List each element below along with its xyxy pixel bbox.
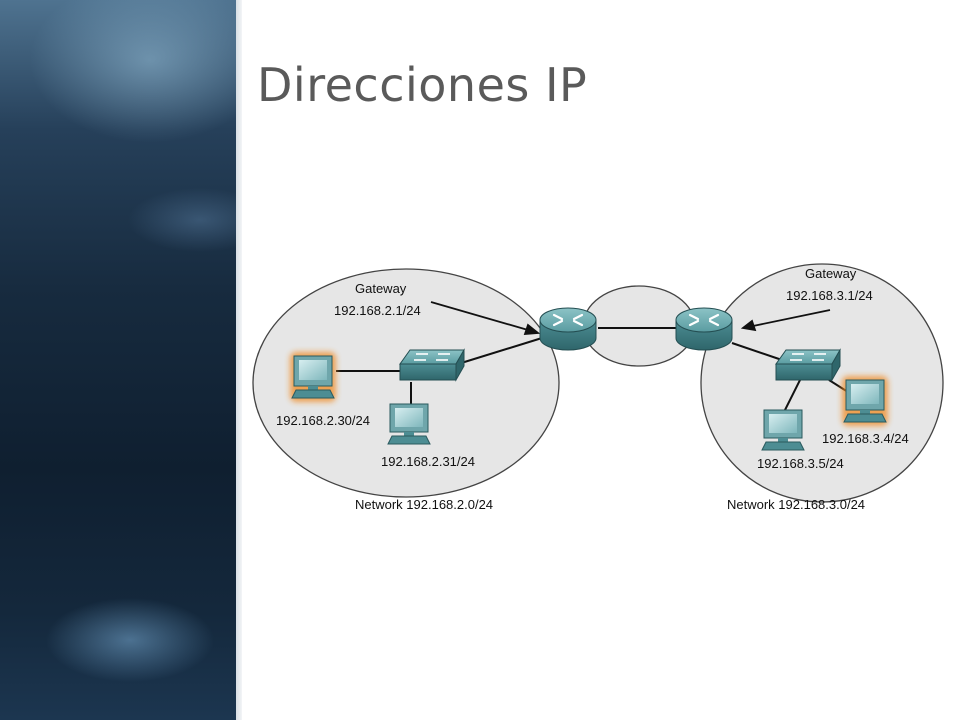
gateway-arrow-left	[430, 301, 529, 331]
decorative-side-panel	[0, 0, 238, 720]
host-ip-right-a: 192.168.3.4/24	[822, 431, 909, 446]
host-ip-left-a: 192.168.2.30/24	[276, 413, 370, 428]
computer-icon	[761, 409, 805, 451]
router-icon	[675, 307, 733, 351]
gateway-arrowhead-right	[740, 319, 757, 332]
side-panel-edge	[236, 0, 242, 720]
switch-icon	[775, 348, 841, 382]
slide-title: Direcciones IP	[257, 58, 588, 112]
network-area-left	[252, 268, 560, 498]
gateway-ip-right: 192.168.3.1/24	[786, 288, 873, 303]
gateway-ip-left: 192.168.2.1/24	[334, 303, 421, 318]
switch-icon	[399, 348, 465, 382]
host-ip-left-b: 192.168.2.31/24	[381, 454, 475, 469]
gateway-label-left: Gateway	[355, 281, 407, 296]
network-label-right: Network 192.168.3.0/24	[727, 497, 865, 512]
gateway-arrowhead-left	[523, 323, 541, 336]
gateway-label-right: Gateway	[805, 266, 857, 281]
computer-icon	[842, 376, 888, 426]
computer-icon	[290, 352, 336, 402]
network-label-left: Network 192.168.2.0/24	[355, 497, 493, 512]
computer-icon	[387, 403, 431, 445]
link-router-right-switch-right	[731, 342, 783, 361]
link-switch-right-host-b	[784, 379, 801, 411]
host-ip-right-b: 192.168.3.5/24	[757, 456, 844, 471]
gateway-arrow-right	[752, 309, 831, 327]
router-icon	[539, 307, 597, 351]
link-switch-left-router-left	[457, 337, 543, 365]
